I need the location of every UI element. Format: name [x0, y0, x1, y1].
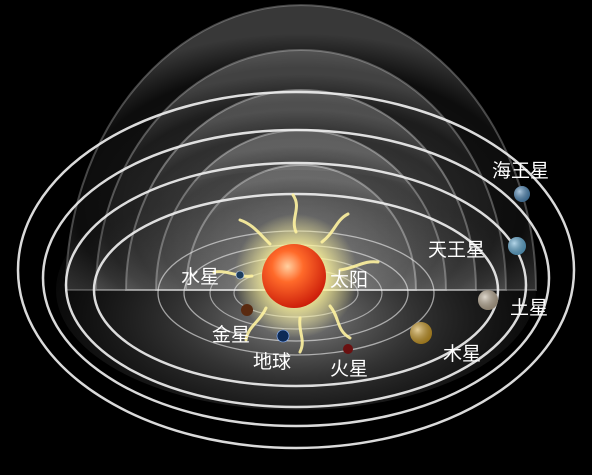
label-earth: 地球 [253, 351, 291, 373]
label-mars: 火星 [330, 358, 368, 380]
planet-labels: 水星 金星 地球 火星 木星 土星 天王星 海王星 [181, 160, 549, 380]
label-jupiter: 木星 [443, 343, 481, 365]
orbit-jupiter [92, 192, 500, 388]
label-venus: 金星 [212, 324, 250, 346]
orbit-neptune [16, 90, 576, 450]
orbit-uranus [41, 128, 551, 428]
planets [235, 186, 530, 354]
planet-earth [276, 329, 290, 343]
label-uranus: 天王星 [428, 239, 485, 261]
label-mercury: 水星 [181, 266, 219, 288]
label-neptune: 海王星 [492, 160, 549, 182]
planet-venus [241, 304, 253, 316]
planet-mercury [235, 270, 245, 280]
sun [262, 244, 326, 308]
sun-label: 太阳 [330, 269, 368, 291]
planet-mars [343, 344, 353, 354]
orbit-saturn [64, 161, 528, 409]
label-saturn: 土星 [510, 297, 548, 319]
